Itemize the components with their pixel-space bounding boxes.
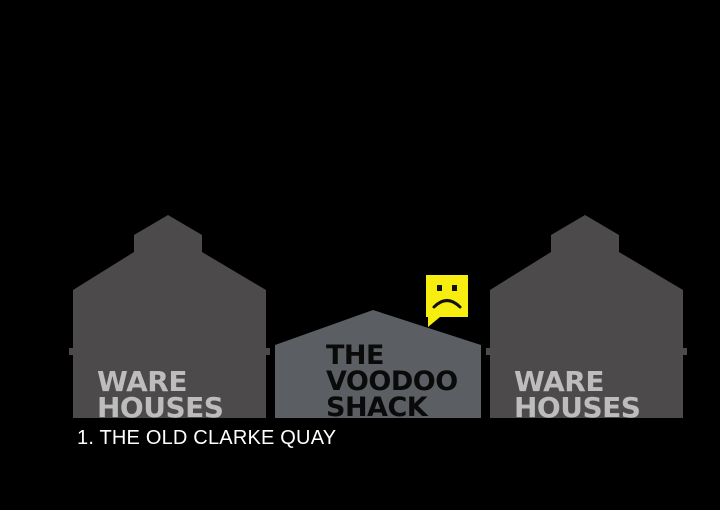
voodoo-shack: THE VOODOO SHACK bbox=[275, 310, 481, 423]
voodoo-shack-label-line3: SHACK bbox=[326, 392, 429, 423]
caption: 1. THE OLD CLARKE QUAY bbox=[77, 427, 336, 450]
warehouse-right: WARE HOUSES bbox=[486, 215, 687, 424]
speech-bubble bbox=[426, 275, 468, 327]
warehouse-left: WARE HOUSES bbox=[69, 215, 270, 424]
warehouse-left-label-line2: HOUSES bbox=[97, 391, 223, 424]
warehouse-right-label-line2: HOUSES bbox=[514, 391, 640, 424]
